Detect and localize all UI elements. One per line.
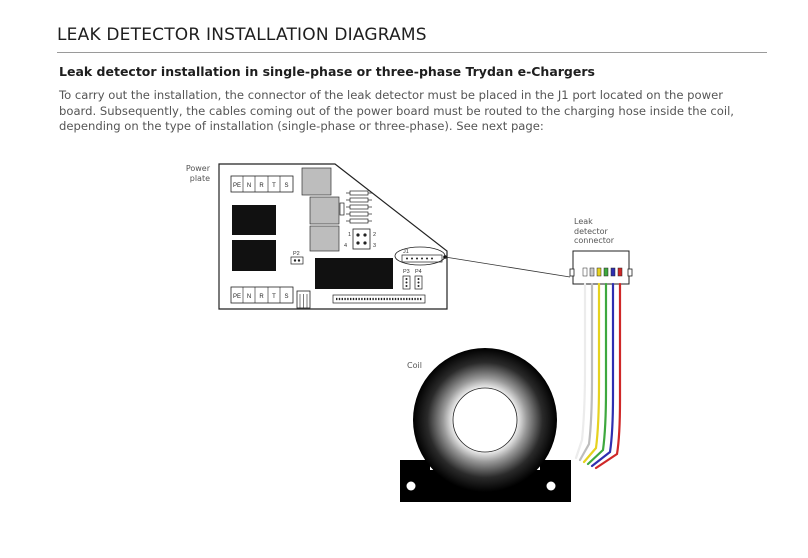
j1-label: J1 (403, 249, 409, 255)
terminal-top-n: N (247, 183, 251, 189)
component-gray-bottom (309, 225, 340, 252)
p2-connector: P2 (290, 251, 304, 265)
resistor-array (339, 190, 372, 224)
p3-p4-connectors: P3 P4 (402, 269, 423, 290)
power-plate-label-line2: plate (189, 173, 210, 183)
terminal-top-s: S (284, 183, 288, 189)
leak-connector-label: Leak detector connector (574, 217, 634, 246)
j1-to-connector-line (444, 256, 571, 278)
terminal-top-r: R (259, 183, 264, 189)
dip-switch: 1 2 3 4 (344, 228, 376, 250)
relay-lower (232, 240, 276, 271)
terminal-bottom-r: R (259, 294, 264, 300)
terminal-block-top: PE N R T S (230, 175, 294, 193)
power-plate-label: Power plate (170, 164, 210, 183)
bottom-pin-header (332, 294, 426, 304)
terminal-bottom-t: T (272, 294, 276, 300)
component-gray-top (301, 167, 332, 196)
section-title: Leak detector installation in single-pha… (59, 64, 595, 79)
pin-label-2: 2 (373, 232, 376, 238)
terminal-top-pe: PE (233, 183, 241, 189)
coil-center-hole (452, 387, 518, 453)
terminal-bottom-n: N (247, 294, 251, 300)
pin-label-4: 4 (344, 243, 347, 249)
p2-label: P2 (293, 251, 300, 257)
terminal-bottom-pe: PE (233, 294, 241, 300)
main-ic (315, 258, 393, 289)
terminal-block-bottom: PE N R T S (230, 286, 294, 304)
power-plate-label-line1: Power (185, 164, 210, 173)
p3-label: P3 (403, 269, 410, 275)
intro-paragraph: To carry out the installation, the conne… (59, 88, 734, 133)
terminal-bottom-s: S (284, 294, 288, 300)
leak-connector-label-line3: connector (574, 236, 615, 245)
leak-detector-connector (569, 250, 633, 285)
pin-label-3: 3 (373, 243, 376, 249)
leak-connector-label-line1: Leak (574, 217, 593, 226)
vertical-connector (296, 290, 311, 309)
p4-label: P4 (415, 269, 422, 275)
leak-connector-label-line2: detector (574, 226, 608, 236)
component-gray-middle (309, 196, 340, 225)
coil-label: Coil (407, 361, 422, 370)
pin-label-1: 1 (348, 232, 351, 238)
relay-upper (232, 205, 276, 235)
heading-divider (57, 52, 767, 53)
page-heading: LEAK DETECTOR INSTALLATION DIAGRAMS (57, 25, 427, 45)
terminal-top-t: T (272, 183, 276, 189)
wire-bundle (574, 282, 622, 470)
j1-port: J1 (394, 246, 446, 266)
